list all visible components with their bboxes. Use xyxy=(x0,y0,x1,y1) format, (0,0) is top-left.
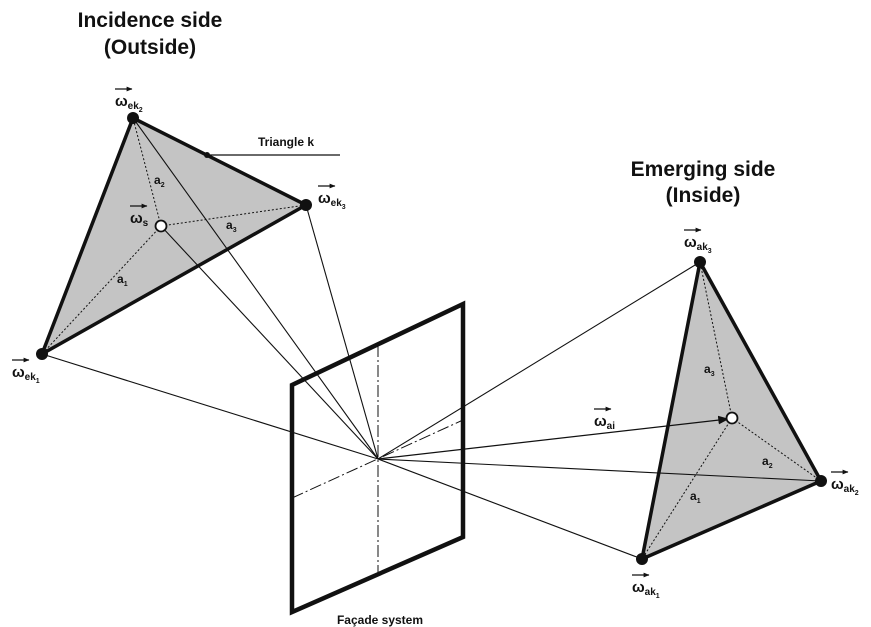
point-ai xyxy=(725,411,739,425)
svg-text:ωak2: ωak2 xyxy=(831,476,859,497)
vertex-ak1 xyxy=(636,553,648,565)
emerging-side-heading: Emerging side xyxy=(631,158,776,181)
svg-text:ωek1: ωek1 xyxy=(12,364,40,385)
incidence-side-subheading: (Outside) xyxy=(104,36,196,59)
incidence-triangle-dotted-lines xyxy=(41,117,307,355)
svg-text:ωs: ωs xyxy=(130,210,149,229)
omega-ak1-label: ωak1 xyxy=(632,572,660,600)
emerging-a3-label: a3 xyxy=(704,362,715,378)
emerging-triangle-dotted-lines xyxy=(641,261,822,560)
incidence-side-heading: Incidence side xyxy=(78,9,223,32)
omega-ek1-label: ωek1 xyxy=(12,357,40,385)
omega-ak2-label: ωak2 xyxy=(831,469,859,497)
svg-text:ωai: ωai xyxy=(594,413,615,432)
incidence-a2-label: a2 xyxy=(154,173,165,189)
svg-text:ωek3: ωek3 xyxy=(318,190,346,211)
emerging-triangle xyxy=(640,260,823,561)
point-s xyxy=(154,219,168,233)
svg-text:ωak1: ωak1 xyxy=(632,579,660,600)
vertex-ek2 xyxy=(127,112,139,124)
emerging-a2-label: a2 xyxy=(762,454,773,470)
omega-ak3-label: ωak3 xyxy=(684,227,712,255)
emerging-side-subheading: (Inside) xyxy=(666,184,741,207)
vertex-ak3 xyxy=(694,256,706,268)
svg-text:ωak3: ωak3 xyxy=(684,234,712,255)
omega-ai-label: ωai xyxy=(594,406,615,432)
projection-rays xyxy=(41,117,822,560)
vertex-ek1 xyxy=(36,348,48,360)
ray-arrow-ai xyxy=(377,415,730,460)
triangle-k-leader-dot xyxy=(204,152,210,158)
facade-axes xyxy=(291,345,464,574)
facade-panel xyxy=(289,300,466,616)
omega-ek3-label: ωek3 xyxy=(318,183,346,211)
facade-system-label: Façade system xyxy=(337,613,423,627)
omega-s-label: ωs xyxy=(130,203,149,229)
emerging-a1-label: a1 xyxy=(690,489,701,505)
incidence-a3-label: a3 xyxy=(226,218,237,234)
vertex-ak2 xyxy=(815,475,827,487)
svg-text:ωek2: ωek2 xyxy=(115,93,143,114)
triangle-k-label: Triangle k xyxy=(258,135,314,149)
omega-ek2-label: ωek2 xyxy=(115,86,143,114)
incidence-a1-label: a1 xyxy=(117,272,128,288)
vertex-ek3 xyxy=(300,199,312,211)
incidence-triangle xyxy=(40,116,308,356)
